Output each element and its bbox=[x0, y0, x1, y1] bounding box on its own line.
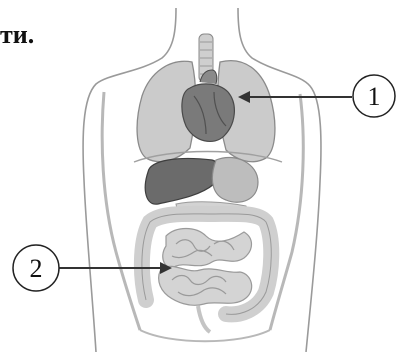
callout-2-label: 2 bbox=[30, 254, 43, 283]
callout-1-label: 1 bbox=[368, 82, 381, 111]
liver bbox=[145, 159, 219, 205]
stomach bbox=[212, 157, 258, 202]
